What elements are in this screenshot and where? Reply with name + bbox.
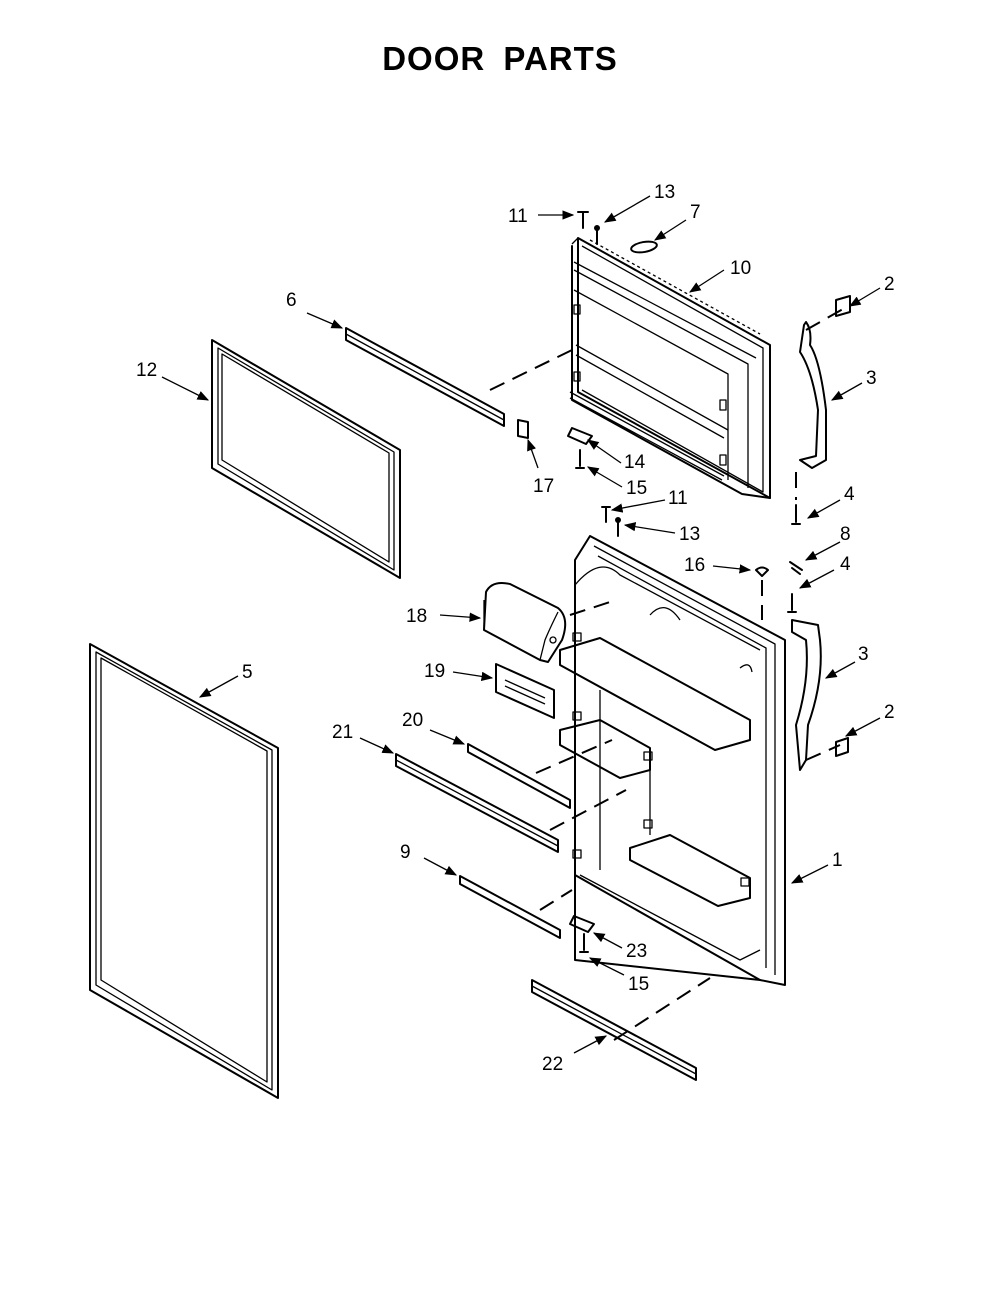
door-trim-strip-22 [531,979,697,1081]
bracket-23 [569,915,595,933]
upper-hinge [799,321,827,469]
freezer-door [569,237,771,499]
callout-6: 6 [286,290,297,311]
bushing-13-upper [594,225,600,245]
callout-4-lower: 4 [840,554,851,575]
door-trim-strip-21 [395,753,559,853]
strip-end-cap [517,419,529,439]
hinge-shim-lower [835,737,849,757]
callout-1: 1 [832,850,843,871]
callout-15-lower: 15 [628,974,649,995]
callout-9: 10 [730,258,751,279]
door-trim-strip-20 [467,743,571,809]
callout-3-upper: 3 [866,368,877,389]
freezer-door-gasket [211,339,401,579]
callout-21: 21 [332,722,353,743]
fresh-food-door-gasket [89,643,279,1099]
screw-4-upper [791,504,801,525]
callout-2-lower: 2 [884,702,895,723]
lower-hinge [791,619,822,771]
screw-15-lower [579,933,589,953]
callout-4-upper: 4 [844,484,855,505]
washer-10 [789,561,803,575]
callout-11-lower: 11 [668,488,688,509]
callout-8: 9 [400,842,411,863]
dairy-compartment [483,582,567,663]
callout-19: 19 [424,661,445,682]
door-trim-strip-8 [459,875,561,939]
page-title: DOOR PARTS [382,40,618,77]
callout-14: 14 [624,452,646,473]
callout-16: 16 [684,555,705,576]
callout-20: 20 [402,710,423,731]
callout-2-upper: 2 [884,274,895,295]
callout-13-upper: 13 [654,182,675,203]
callout-7: 7 [690,202,701,223]
dairy-door [495,663,555,719]
bushing-13-lower [615,517,621,537]
bracket-14 [567,427,593,445]
screw-11-lower [601,506,611,523]
callout-15-upper: 15 [626,478,647,499]
fresh-food-door [559,535,786,986]
callout-22: 22 [542,1054,563,1075]
callout-13-lower: 13 [679,524,700,545]
screw-11-upper [577,211,589,229]
cap-16 [755,566,769,577]
callout-23: 23 [626,941,647,962]
leader-lines [161,195,881,1054]
callout-3-lower: 3 [858,644,869,665]
freezer-door-strip [345,327,505,427]
hinge-shim-upper [835,295,851,317]
callout-5: 5 [242,662,253,683]
hole-plug [630,240,658,254]
callout-17: 17 [533,476,554,497]
alignment-lines [489,304,851,1041]
screw-15-upper [575,449,585,469]
callout-11-upper: 11 [508,206,528,227]
callout-18: 18 [406,606,427,627]
screw-4-lower [787,593,797,613]
callout-10: 8 [840,524,851,545]
callout-12: 12 [136,360,157,381]
